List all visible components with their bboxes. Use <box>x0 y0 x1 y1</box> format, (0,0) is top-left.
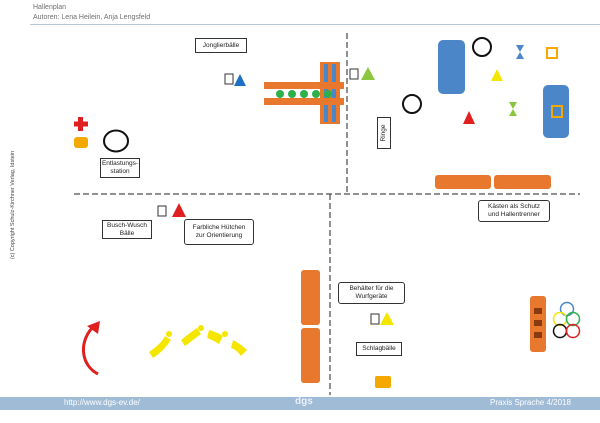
hoop-icon-3 <box>402 94 422 114</box>
label-schlagbaelle: Schlagbälle <box>356 342 402 356</box>
footer-journal: Praxis Sprache 4/2018 <box>490 398 571 407</box>
shelf-icon <box>530 296 546 352</box>
ball-box-icon <box>375 376 391 388</box>
label-entlastungsstation: Entlastungs-station <box>100 158 140 178</box>
blue-mat-icon <box>438 40 465 94</box>
busch-line2: Bälle <box>119 229 135 237</box>
box-divider-2 <box>494 175 551 189</box>
huetchen-line1: Farbliche Hütchen <box>192 224 246 231</box>
red-cone-icon <box>463 111 475 124</box>
footer-url[interactable]: http://www.dgs-ev.de/ <box>64 398 140 407</box>
hoop-icon <box>103 129 129 153</box>
red-cross-icon <box>74 117 88 131</box>
behaelter-line2: Wurfgeräte <box>355 293 388 300</box>
box-vertical-2 <box>301 328 320 383</box>
box-vertical-1 <box>301 270 320 325</box>
bench-with-balls-icon <box>264 62 344 124</box>
behaelter-line1: Behälter für die <box>349 285 394 292</box>
header-rule <box>30 24 600 25</box>
yellow-cone-icon <box>491 69 503 81</box>
label-jonglierbaelle: Jonglierbälle <box>195 38 247 53</box>
hourglass-icon <box>516 45 524 59</box>
page-title: Hallenplan <box>33 4 67 11</box>
blue-mat-icon-2 <box>543 85 569 138</box>
hoop-icon-2 <box>472 37 492 57</box>
kaesten-line1: Kästen als Schutz <box>487 203 541 210</box>
footer-band: http://www.dgs-ev.de/ dgs Praxis Sprache… <box>0 396 600 410</box>
cube-on-mat-icon <box>551 105 563 118</box>
cube-outline-icon <box>546 47 558 59</box>
authors-line: Autoren: Lena Heilein, Anja Lengsfeld <box>33 14 151 21</box>
shelf-slot-2 <box>534 320 542 326</box>
cube-and-yellow-cone-icon <box>370 312 394 325</box>
box-divider-1 <box>435 175 491 189</box>
label-ringe: Ringe <box>377 117 391 149</box>
cube-and-green-cone-icon <box>349 67 375 80</box>
entlastung-line1: Entlastungs- <box>101 160 139 167</box>
huetchen-line2: zur Orientierung <box>195 232 243 239</box>
hourglass-green-icon <box>509 102 517 116</box>
olympic-rings-icon <box>552 301 581 339</box>
busch-line1: Busch-Wusch <box>107 221 147 229</box>
red-arrow-icon <box>82 321 100 376</box>
cube-and-cone-icon <box>224 73 246 86</box>
cube-and-red-cone-icon <box>157 203 186 217</box>
footer-logo: dgs <box>295 396 313 407</box>
shelf-slot-1 <box>534 308 542 314</box>
shelf-slot-3 <box>534 332 542 338</box>
yellow-arch-icon <box>149 325 247 358</box>
kaesten-line2: und Hallentrenner <box>488 211 540 218</box>
mat-icon <box>74 137 88 148</box>
entlastung-line2: station <box>110 168 130 175</box>
